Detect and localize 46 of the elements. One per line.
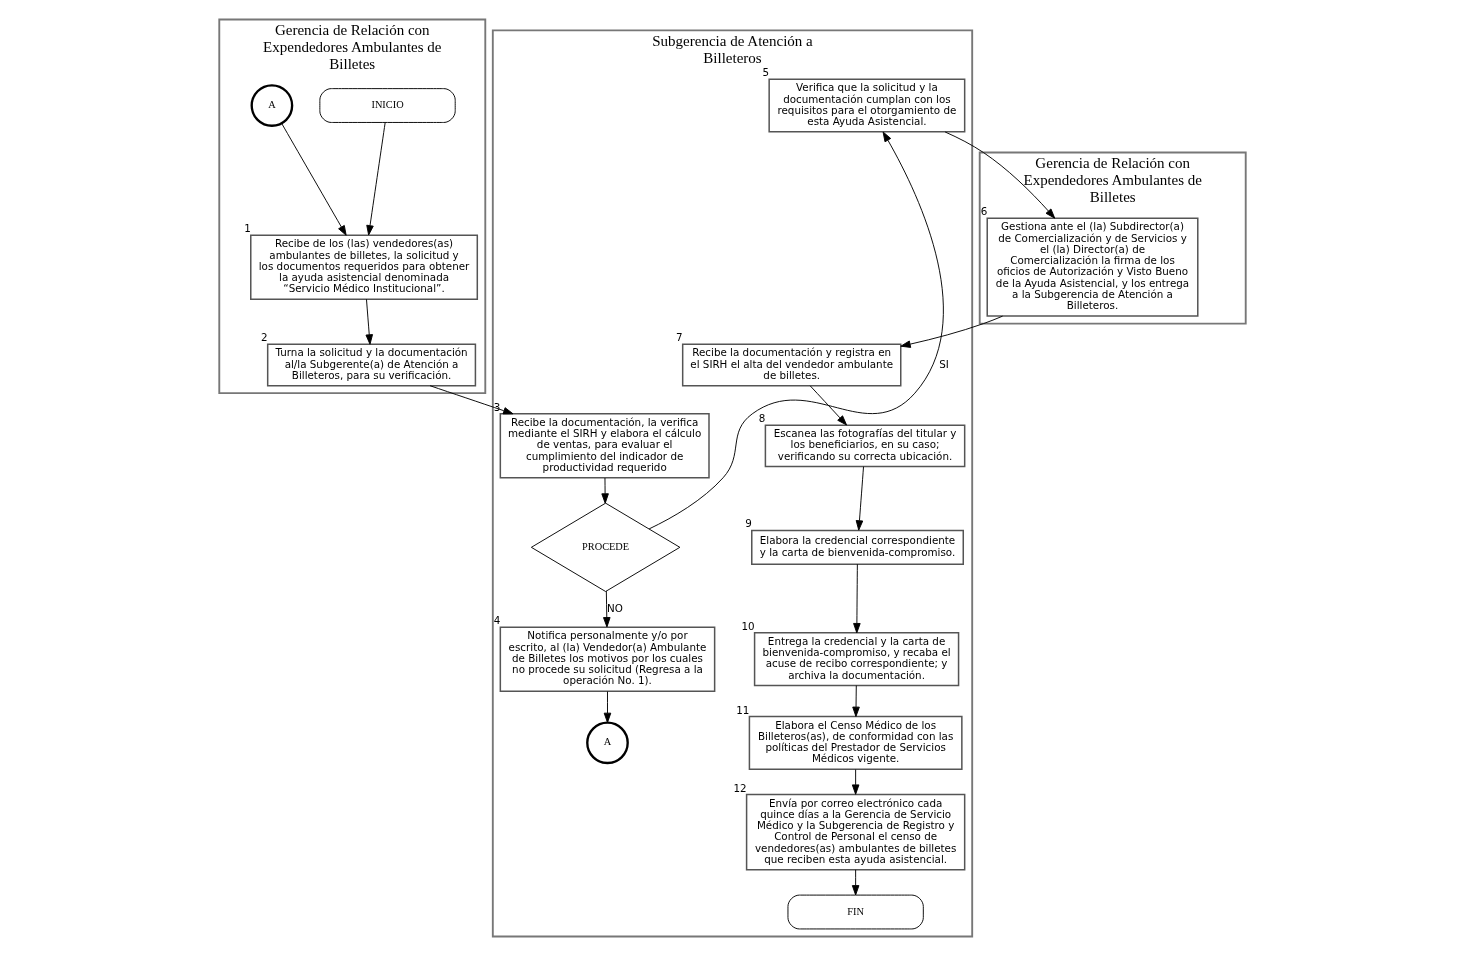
- arrow: [603, 691, 612, 723]
- node-label: 9: [745, 517, 752, 530]
- arrow: [281, 122, 347, 236]
- arrow: [855, 466, 864, 531]
- node-box: Envía por correo electrónico cada quince días a la Gerencia de Servicio Médico y la Subgerencia de Registro y Control de Personal el censo de vendedores(as) ambulantes de billetes que reciben esta ayuda asistencial.: [745, 793, 966, 871]
- arrow: [809, 385, 847, 426]
- node-label: 11: [736, 703, 750, 716]
- node-circle: A: [586, 721, 629, 765]
- node-circle: A: [250, 84, 294, 127]
- node-label: 12: [733, 781, 747, 794]
- node-label: 1: [244, 222, 251, 235]
- node-box: Turna la solicitud y la documentación al/la Subgerente(a) de Atención a Billeteros, para su verificación.: [266, 343, 477, 387]
- arrow: [853, 563, 861, 634]
- arrow: [851, 769, 860, 795]
- node-label: 6: [980, 205, 988, 218]
- node-label: 5: [762, 66, 770, 79]
- arrow: [365, 298, 373, 345]
- node-label: 7: [676, 331, 683, 344]
- arrow: [648, 131, 944, 530]
- node-label: 4: [493, 614, 501, 627]
- arrow: [851, 869, 860, 896]
- node-box: Elabora el Censo Médico de los Billeteros(as), de conformidad con las políticas del Prestador de Servicios Médicos vigente.: [748, 715, 963, 770]
- node-box: Gestiona ante el (la) Subdirector(a) de Comercialización y de Servicios y el (la) Director(a) de Comercialización la firma de los oficios de Autorización y Visto Bueno de la Ayuda Asistencial, y los entrega a la Subgerencia de Atención a Billeteros.: [986, 217, 1199, 317]
- node-box: Escanea las fotografías del titular y los beneficiarios, en su caso; verificando su correcta ubicación.: [764, 424, 966, 468]
- node-diamond: PROCEDE: [530, 502, 681, 592]
- node-box: Notifica personalmente y/o por escrito, al (la) Vendedor(a) Ambulante de Billetes los motivos por los cuales no procede su solicitud (Regresa a la operación No. 1).: [499, 626, 716, 692]
- node-box: FIN: [787, 894, 924, 930]
- node-box: Verifica que la solicitud y la documentación cumplan con los requisitos para el otorgamiento de esta Ayuda Asistencial.: [768, 78, 966, 133]
- edge-label: SI: [939, 357, 949, 370]
- node-box: Entrega la credencial y la carta de bienvenida-compromiso, y recaba el acuse de recibo correspondiente; y archiva la documentación.: [753, 632, 960, 687]
- arrow: [601, 477, 609, 504]
- node-box: Recibe de los (las) vendedores(as) ambulantes de billetes, la solicitud y los documentos requeridos para obtener la ayuda asistencial denominada “Servicio Médico Institucional”.: [250, 234, 479, 300]
- arrow: [944, 131, 1056, 219]
- edge-label: NO: [607, 601, 623, 614]
- arrow: [900, 315, 1004, 348]
- node-box: Recibe la documentación, la verifica mediante el SIRH y elabora el cálculo de ventas, para evaluar el cumplimiento del indicador de productividad requerido: [499, 413, 710, 479]
- arrow: [852, 685, 860, 717]
- node-box: Elabora la credencial correspondiente y la carta de bienvenida-compromiso.: [751, 529, 964, 565]
- node-label: 8: [758, 412, 766, 425]
- arrow: [429, 385, 514, 415]
- node-box: Recibe la documentación y registra en el SIRH el alta del vendedor ambulante de billetes.: [681, 343, 902, 387]
- node-label: 10: [741, 619, 755, 632]
- node-label: 2: [261, 331, 268, 344]
- arrow: [366, 122, 386, 236]
- arrow: [603, 590, 611, 628]
- node-box: INICIO: [319, 88, 456, 123]
